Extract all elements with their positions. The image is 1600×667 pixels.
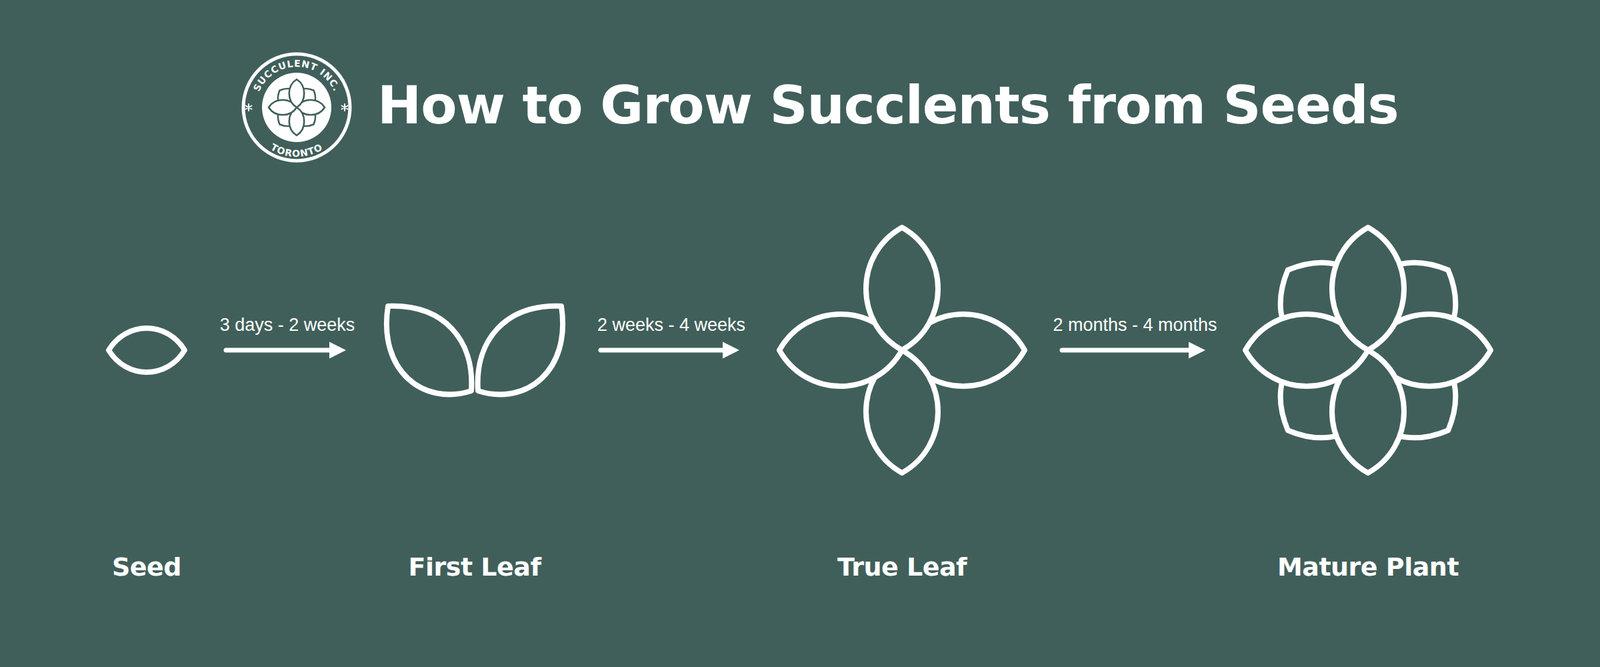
duration-label: 2 months - 4 months <box>1050 313 1220 336</box>
leaf-shape <box>386 306 472 394</box>
logo-badge: SUCCULENT INC. TORONTO <box>236 47 357 168</box>
logo-petal <box>289 79 305 108</box>
stage-node: First Leaf <box>378 213 572 583</box>
leaf-shape <box>866 227 938 350</box>
stage-illustration <box>1237 213 1499 487</box>
logo-star <box>246 104 348 111</box>
timeline-arrow <box>1062 348 1199 353</box>
logo-text-path: SUCCULENT INC. <box>251 58 343 94</box>
leaf-shape <box>478 306 563 394</box>
logo-disc <box>262 72 332 142</box>
title: How to Grow Succlents from Seeds <box>377 66 1399 144</box>
duration-label: 3 days - 2 weeks <box>217 313 358 336</box>
stage-label: Seed <box>112 550 182 583</box>
stage-label: True Leaf <box>837 550 967 583</box>
leaf-shape <box>1332 227 1404 350</box>
stage-illustration <box>96 213 197 487</box>
duration-label: 2 weeks - 4 weeks <box>594 313 748 336</box>
stage-illustration <box>771 213 1033 487</box>
stage-label: First Leaf <box>408 550 542 583</box>
stage-illustration <box>378 213 572 487</box>
timeline-arrow <box>600 348 733 353</box>
logo-text-path: TORONTO <box>269 141 325 159</box>
seed-shape <box>108 328 185 372</box>
stage-node: Seed <box>96 213 197 583</box>
timeline-arrow <box>226 348 340 353</box>
logo-text: SUCCULENT INC. <box>251 58 343 94</box>
stage-node: Mature Plant <box>1237 213 1499 583</box>
stage-node: True Leaf <box>771 213 1033 583</box>
stage-label: Mature Plant <box>1277 550 1459 583</box>
logo-text: TORONTO <box>269 141 325 159</box>
logo-ring <box>243 54 350 161</box>
logo-flower <box>268 79 325 136</box>
